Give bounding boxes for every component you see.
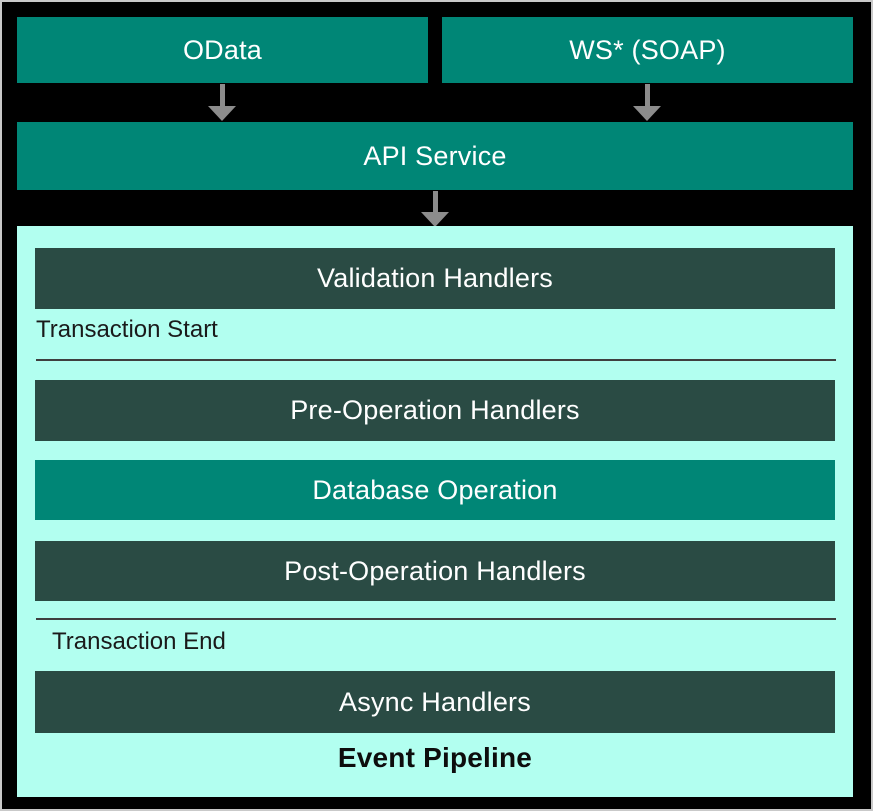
validation-handlers-box: Validation Handlers <box>35 248 835 309</box>
ws-soap-down-arrow-icon <box>633 84 661 121</box>
odata-down-arrow-icon <box>208 84 236 121</box>
pre-operation-handlers-box: Pre-Operation Handlers <box>35 380 835 441</box>
database-operation-label: Database Operation <box>312 474 558 505</box>
event-pipeline-title: Event Pipeline <box>337 742 533 773</box>
api-service-box: API Service <box>17 122 853 190</box>
ws-soap-box-label: WS* (SOAP) <box>569 34 726 65</box>
post-operation-handlers-label: Post-Operation Handlers <box>284 555 586 586</box>
async-handlers-box: Async Handlers <box>35 671 835 733</box>
arrow-stem <box>219 84 225 106</box>
validation-handlers-label: Validation Handlers <box>317 263 553 293</box>
arrow-head <box>633 106 661 121</box>
transaction-end-divider <box>36 618 836 620</box>
pre-operation-handlers-label: Pre-Operation Handlers <box>290 395 580 425</box>
database-operation-box: Database Operation <box>35 460 835 520</box>
event-pipeline-panel: Validation Handlers Transaction Start Pr… <box>17 226 853 797</box>
odata-box-label: OData <box>182 34 263 65</box>
post-operation-handlers-box: Post-Operation Handlers <box>35 541 835 601</box>
transaction-start-label: Transaction Start <box>36 316 218 343</box>
arrow-stem <box>644 84 650 106</box>
api-service-down-arrow-icon <box>421 191 449 227</box>
arrow-stem <box>432 191 438 212</box>
ws-soap-box: WS* (SOAP) <box>442 17 853 83</box>
odata-box: OData <box>17 17 428 83</box>
transaction-end-label: Transaction End <box>52 628 226 655</box>
arrow-head <box>208 106 236 121</box>
arrow-head <box>421 212 449 227</box>
api-service-box-label: API Service <box>363 140 507 171</box>
async-handlers-label: Async Handlers <box>339 686 531 717</box>
transaction-start-divider <box>36 359 836 361</box>
